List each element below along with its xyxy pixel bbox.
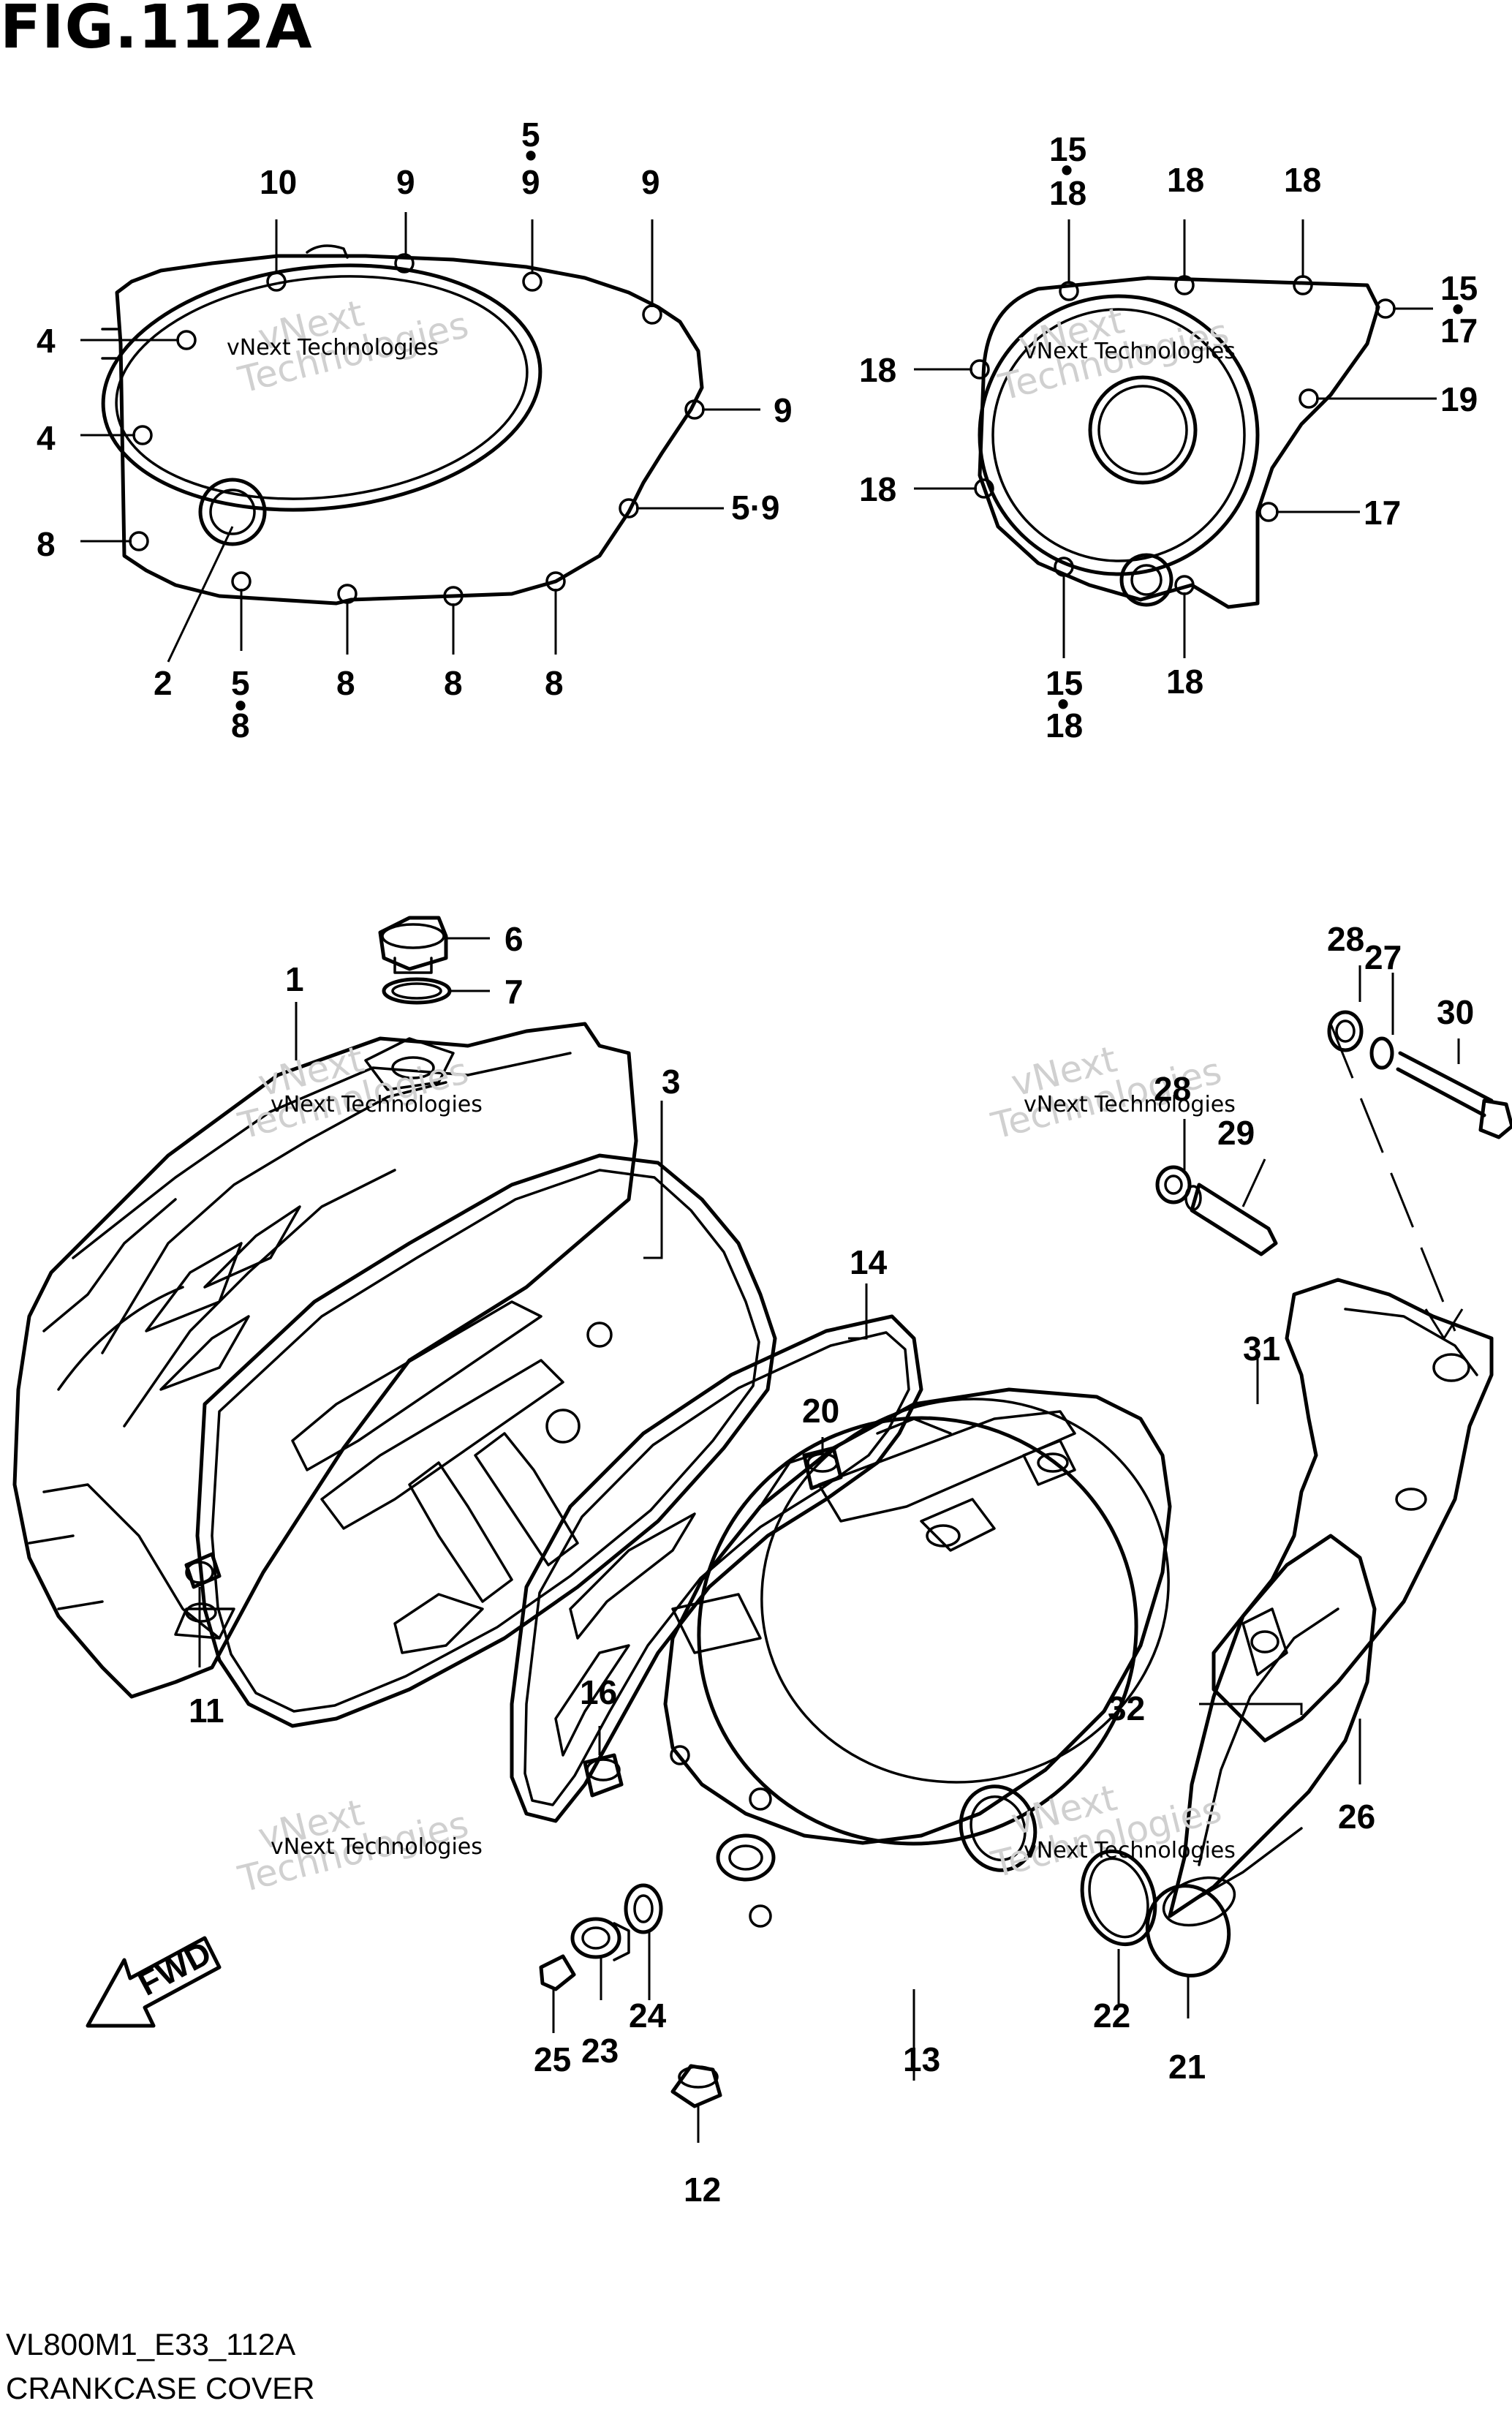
- callout-6: 6: [504, 920, 523, 958]
- callout-10: 10: [260, 163, 297, 201]
- callout-24: 24: [629, 1997, 667, 2035]
- clutch-cover-part-1: [12, 1022, 638, 1699]
- clutch-cover-bolt-pattern: [80, 212, 760, 663]
- callout-20: 20: [802, 1392, 839, 1430]
- callout-16: 16: [580, 1673, 617, 1711]
- callout-15: 15: [1440, 269, 1478, 307]
- watermarks: vNext Technologies vNext Technologies vN…: [227, 292, 1236, 1901]
- callout-15: 15: [1049, 130, 1086, 168]
- callout-22: 22: [1093, 1997, 1130, 2035]
- watermark-text: vNext Technologies: [271, 1092, 483, 1117]
- callout-dot: •: [1057, 685, 1069, 723]
- callout-5: 5: [231, 664, 250, 702]
- callout-18: 18: [859, 470, 896, 508]
- sprocket-cover-part-26-31: [1168, 1278, 1494, 1918]
- callout-9: 9: [641, 163, 660, 201]
- callout-5: 5: [521, 116, 540, 154]
- crankcase-cover-assembly: FWD: [12, 916, 1512, 2143]
- callout-29: 29: [1217, 1114, 1255, 1152]
- callout-27: 27: [1364, 938, 1402, 976]
- callout-18: 18: [859, 351, 896, 389]
- callout-14: 14: [850, 1243, 888, 1281]
- callout-dot: •: [1452, 290, 1464, 328]
- figure-code: VL800M1_E33_112A: [6, 2327, 296, 2361]
- callouts-assembly: 1 6 7 3 14 20 11 16 13 22 21 24 23 25 12…: [189, 920, 1474, 2209]
- gasket-part-14: [510, 1314, 923, 1823]
- callout-8: 8: [444, 664, 463, 702]
- callout-19: 19: [1440, 380, 1478, 418]
- callouts-clutch-cover: 10 9 5 • 9 9 9 5·9 4 4 8 2 5 • 8 8 8 8: [37, 116, 793, 744]
- callout-12: 12: [684, 2171, 721, 2209]
- callout-5-9: 5·9: [731, 489, 779, 527]
- callout-3: 3: [662, 1063, 681, 1101]
- callout-1: 1: [285, 960, 304, 998]
- callout-28: 28: [1327, 920, 1364, 958]
- callout-23: 23: [581, 2032, 619, 2070]
- callout-26: 26: [1338, 1798, 1375, 1836]
- callout-17: 17: [1364, 494, 1401, 532]
- watermark-text: vNext Technologies: [227, 335, 439, 361]
- callout-8: 8: [545, 664, 564, 702]
- figure-title: FIG.112A: [0, 0, 313, 62]
- small-parts: [184, 916, 1512, 2108]
- callout-7: 7: [504, 973, 523, 1011]
- callout-18: 18: [1284, 161, 1321, 199]
- callout-15: 15: [1046, 664, 1083, 702]
- callout-21: 21: [1168, 2048, 1206, 2086]
- callout-13: 13: [903, 2040, 940, 2078]
- callout-32: 32: [1108, 1689, 1145, 1727]
- callouts-generator-cover: 15 • 18 18 18 15 • 17 19 17 18 18 15 • 1…: [859, 130, 1478, 744]
- callout-28: 28: [1154, 1070, 1191, 1108]
- callout-18: 18: [1049, 174, 1086, 212]
- callout-31: 31: [1243, 1330, 1280, 1368]
- forward-direction-arrow: FWD: [86, 1934, 222, 2028]
- watermark-text: vNext Technologies: [1024, 1838, 1236, 1863]
- watermark-text: vNext Technologies: [271, 1834, 483, 1860]
- callout-9: 9: [396, 163, 415, 201]
- gasket-part-3: [195, 1153, 777, 1728]
- callout-4: 4: [37, 322, 56, 360]
- callout-8: 8: [37, 525, 56, 563]
- callout-4: 4: [37, 419, 56, 457]
- watermark-text: vNext Technologies: [1024, 339, 1236, 364]
- leader-lines: [198, 937, 1460, 2143]
- callout-18: 18: [1166, 663, 1203, 701]
- callout-18: 18: [1167, 161, 1204, 199]
- generator-cover-bolt-pattern: [914, 219, 1437, 658]
- callout-dot: •: [235, 686, 246, 724]
- figure-name: CRANKCASE COVER: [6, 2371, 315, 2405]
- callout-8: 8: [231, 706, 250, 744]
- callout-9: 9: [521, 163, 540, 201]
- generator-cover-part-13: [663, 1387, 1172, 1928]
- callout-8: 8: [336, 664, 355, 702]
- watermark-text: vNext Technologies: [1024, 1092, 1236, 1117]
- callout-25: 25: [534, 2040, 571, 2078]
- callout-17: 17: [1440, 312, 1478, 350]
- callout-dot: •: [1061, 151, 1073, 189]
- callout-30: 30: [1437, 993, 1474, 1031]
- callout-9: 9: [774, 391, 793, 429]
- callout-18: 18: [1046, 706, 1083, 744]
- callout-11: 11: [189, 1692, 224, 1730]
- callout-dot: •: [525, 136, 537, 174]
- callout-2: 2: [154, 664, 173, 702]
